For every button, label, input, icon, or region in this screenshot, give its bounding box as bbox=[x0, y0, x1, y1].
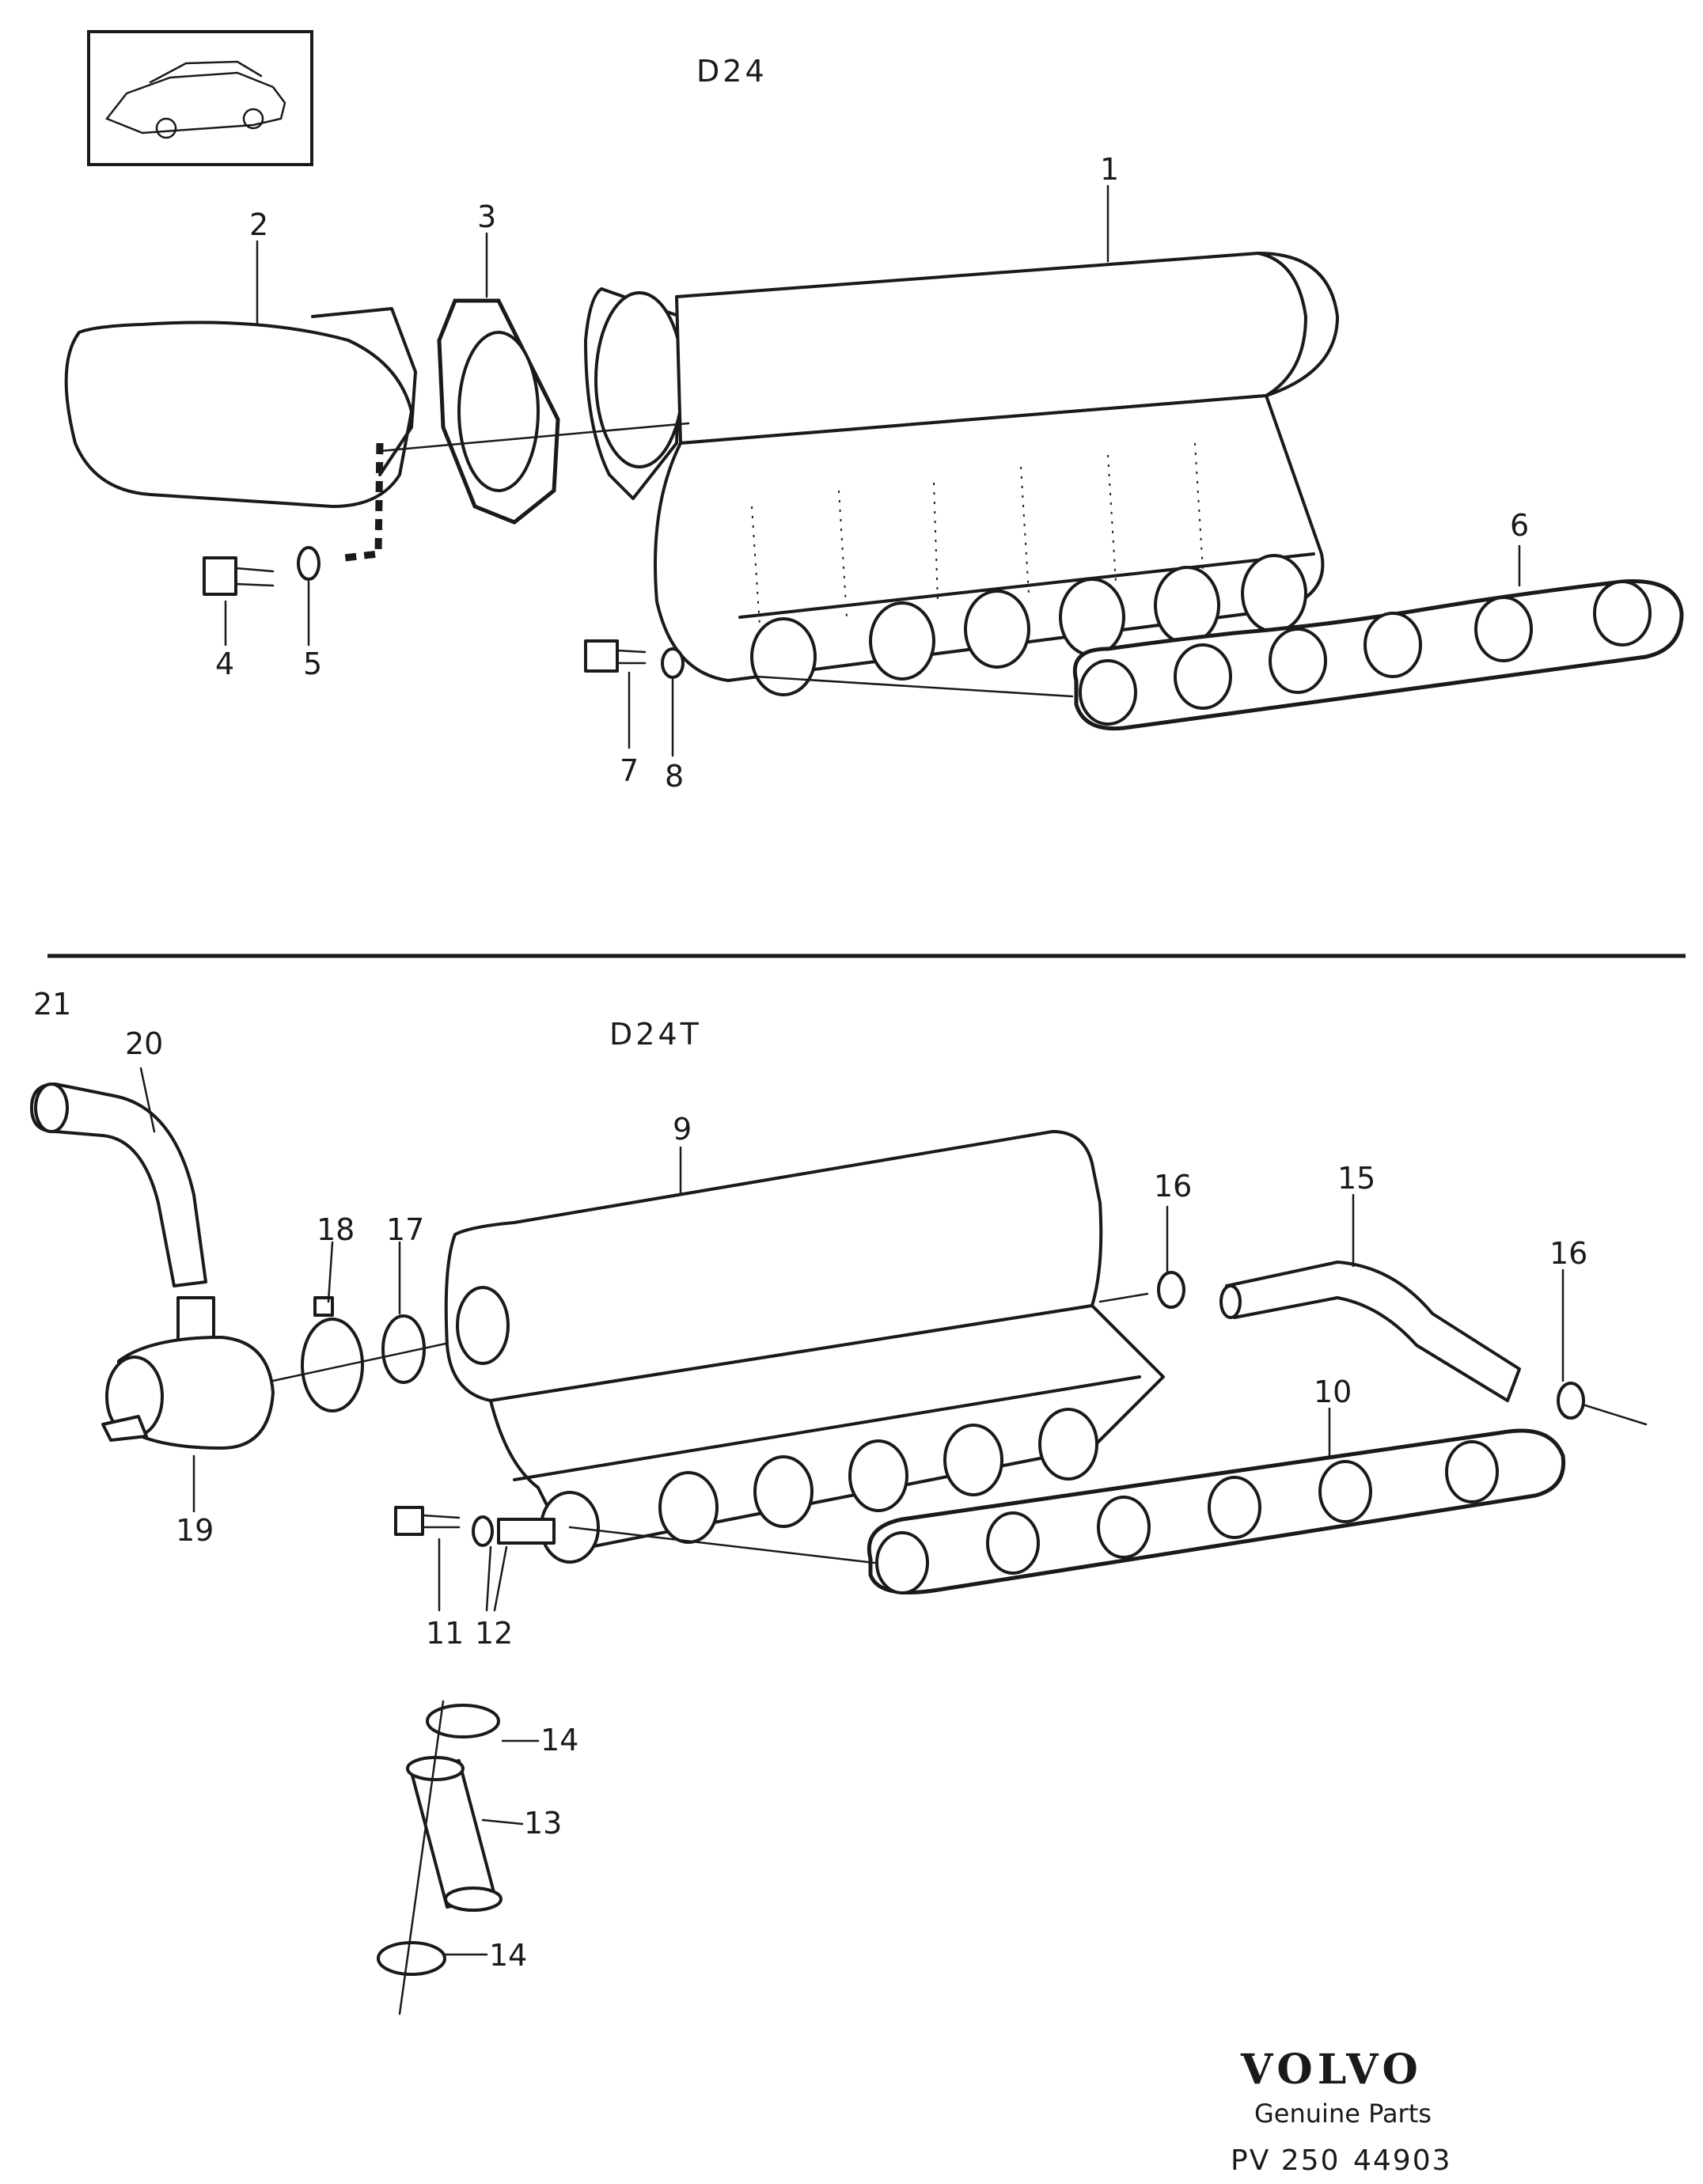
callout-14-bottom: 14 bbox=[489, 1938, 528, 1973]
callout-8: 8 bbox=[665, 759, 685, 794]
callout-17: 17 bbox=[386, 1212, 425, 1247]
callout-1: 1 bbox=[1100, 152, 1120, 187]
callout-2: 2 bbox=[249, 207, 269, 242]
car-sedan-icon bbox=[87, 30, 313, 166]
callout-3: 3 bbox=[477, 199, 497, 234]
callout-7: 7 bbox=[620, 753, 639, 788]
callout-19: 19 bbox=[176, 1513, 214, 1548]
brand-tagline: Genuine Parts bbox=[1254, 2099, 1432, 2129]
manifold-gasket-d24 bbox=[754, 579, 1684, 731]
valve-d24t bbox=[101, 1296, 275, 1450]
ref-code-right: 44903 bbox=[1353, 2144, 1452, 2177]
volvo-logo: VOLVO bbox=[1241, 2046, 1423, 2094]
section-title-d24t: D24T bbox=[609, 1017, 702, 1052]
manifold-gasket-d24t bbox=[568, 1428, 1566, 1594]
callout-9: 9 bbox=[673, 1112, 692, 1147]
callout-11: 11 bbox=[426, 1616, 465, 1651]
callout-14-top: 14 bbox=[540, 1723, 579, 1757]
screw-and-washer-d24t bbox=[394, 1506, 556, 1612]
leader-lines-upper bbox=[256, 184, 1521, 587]
ref-code-left: PV 250 bbox=[1231, 2144, 1341, 2177]
hose-15-d24t bbox=[1157, 1261, 1648, 1426]
callout-16-left: 16 bbox=[1154, 1169, 1193, 1204]
hose-d24t bbox=[30, 1083, 207, 1287]
callout-20: 20 bbox=[125, 1026, 164, 1061]
callout-13: 13 bbox=[524, 1806, 563, 1841]
callout-12: 12 bbox=[475, 1616, 514, 1651]
clamp-and-seal-d24t bbox=[271, 1296, 476, 1412]
callout-10: 10 bbox=[1314, 1374, 1352, 1409]
callout-18: 18 bbox=[317, 1212, 355, 1247]
callout-15: 15 bbox=[1337, 1161, 1376, 1196]
elbow-pipe bbox=[64, 307, 417, 562]
screw-and-washer-d24 bbox=[203, 546, 685, 757]
callout-21: 21 bbox=[33, 987, 72, 1022]
flange-gasket bbox=[437, 298, 560, 525]
leader-lines-lower bbox=[139, 1067, 1565, 1956]
callout-6: 6 bbox=[1510, 508, 1530, 543]
callout-5: 5 bbox=[303, 646, 323, 681]
section-title-d24: D24 bbox=[696, 54, 768, 89]
callout-4: 4 bbox=[215, 646, 235, 681]
callout-16-right: 16 bbox=[1549, 1236, 1588, 1271]
sleeve-d24t bbox=[377, 1700, 503, 2015]
intake-manifold-d24 bbox=[378, 252, 1339, 696]
